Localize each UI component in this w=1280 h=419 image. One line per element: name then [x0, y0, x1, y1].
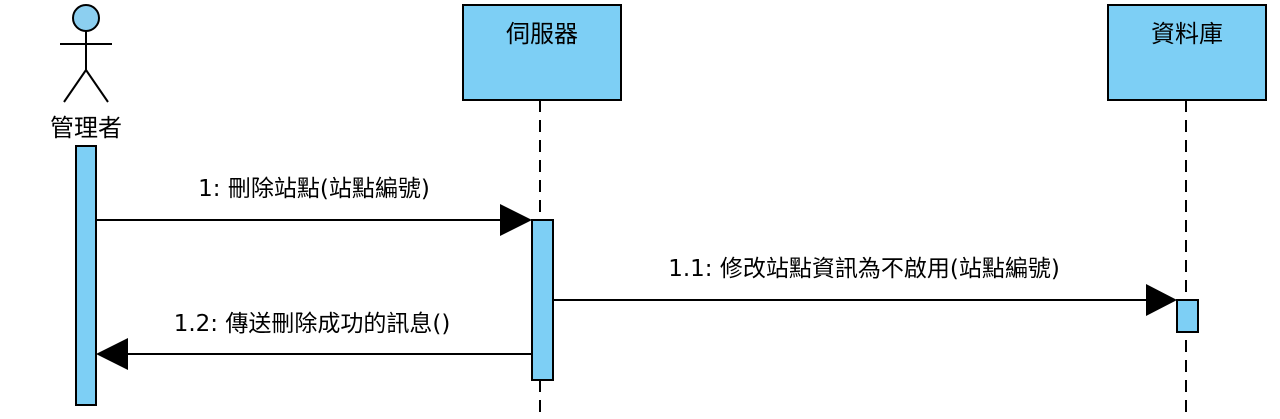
server-header: [462, 4, 622, 101]
actor-label: 管理者: [50, 114, 122, 142]
message-1-1-label: 1.1: 修改站點資訊為不啟用(站點編號): [668, 256, 1060, 282]
message-1-arrowhead: [500, 204, 532, 236]
server-activation: [531, 219, 554, 381]
message-1-1-arrowhead: [1146, 284, 1177, 316]
message-1-2-label: 1.2: 傳送刪除成功的訊息(): [174, 311, 451, 337]
message-1-label: 1: 刪除站點(站點編號): [198, 176, 430, 202]
actor-activation: [75, 145, 97, 406]
message-1-2-arrowhead: [96, 338, 128, 370]
database-label: 資料庫: [1151, 20, 1223, 48]
database-header: [1107, 4, 1267, 101]
actor-head: [72, 4, 100, 32]
actor-figure: [60, 4, 112, 103]
database-activation: [1176, 299, 1199, 333]
server-label: 伺服器: [506, 20, 578, 48]
